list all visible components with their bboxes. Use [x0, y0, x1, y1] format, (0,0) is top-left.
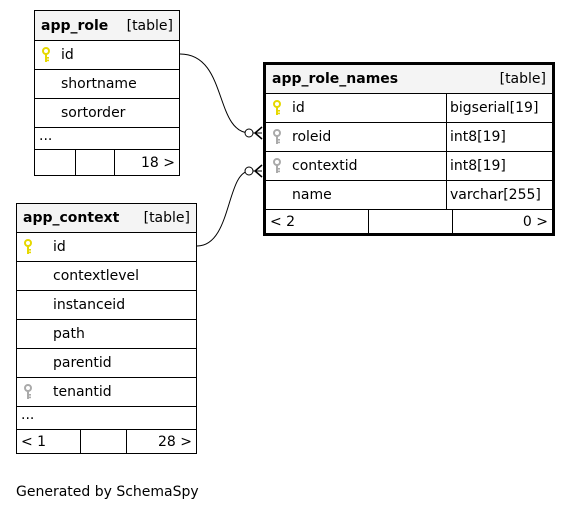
table-footer: < 1 28 >: [17, 430, 196, 453]
parents-count[interactable]: < 1: [17, 430, 81, 453]
table-app-context[interactable]: app_context [table] id contextlevel inst…: [16, 203, 197, 454]
foreign-key-icon: [266, 158, 288, 174]
footer-spacer: [81, 430, 127, 453]
children-count[interactable]: 18 >: [141, 154, 175, 171]
column-name: id: [61, 47, 74, 63]
column-name: roleid: [292, 129, 332, 145]
primary-key-icon: [266, 100, 288, 116]
column-name: contextid: [292, 158, 358, 174]
table-footer: < 2 0 >: [266, 210, 552, 233]
table-kind: [table]: [499, 71, 546, 87]
column-type: int8[19]: [446, 152, 552, 180]
parents-count[interactable]: < 2: [266, 210, 369, 233]
table-name: app_role_names: [272, 71, 399, 87]
column-row-roleid[interactable]: roleid int8[19]: [266, 123, 552, 152]
parents-count[interactable]: [35, 150, 76, 175]
table-name: app_role: [41, 17, 109, 34]
column-row-sortorder[interactable]: sortorder: [35, 99, 179, 128]
column-row-instanceid[interactable]: instanceid: [17, 291, 196, 320]
generated-by-credit: Generated by SchemaSpy: [16, 484, 199, 500]
column-name: parentid: [53, 355, 112, 371]
children-count[interactable]: 0 >: [522, 213, 548, 230]
children-count[interactable]: 28 >: [158, 433, 192, 450]
primary-key-icon: [35, 47, 57, 63]
footer-spacer: [76, 150, 115, 175]
column-name: sortorder: [61, 105, 126, 121]
column-name: shortname: [61, 76, 137, 92]
table-kind: [table]: [143, 210, 190, 226]
column-name: id: [53, 239, 66, 255]
more-columns-ellipsis: ...: [17, 407, 196, 430]
edge-context-optional-marker: [244, 166, 254, 176]
table-header: app_role_names [table]: [266, 65, 552, 94]
foreign-key-icon: [266, 129, 288, 145]
column-row-id[interactable]: id: [35, 41, 179, 70]
column-name: contextlevel: [53, 268, 140, 284]
footer-spacer: [369, 210, 453, 233]
column-type: int8[19]: [446, 123, 552, 151]
edge-context-to-rolenames: [196, 170, 262, 247]
column-name: name: [292, 187, 332, 203]
edge-context-crowfoot: [253, 164, 263, 178]
more-columns-ellipsis: ...: [35, 128, 179, 150]
column-row-id[interactable]: id bigserial[19]: [266, 94, 552, 123]
column-name: id: [292, 100, 305, 116]
column-type: bigserial[19]: [446, 94, 552, 122]
column-type: varchar[255]: [446, 181, 552, 209]
edge-role-crowfoot: [253, 126, 263, 140]
column-name: instanceid: [53, 297, 126, 313]
column-name: path: [53, 326, 85, 342]
table-footer: 18 >: [35, 150, 179, 175]
table-app-role[interactable]: app_role [table] id shortname sortorder …: [34, 10, 180, 176]
table-app-role-names[interactable]: app_role_names [table] id bigserial[19] …: [263, 62, 555, 236]
column-row-name[interactable]: name varchar[255]: [266, 181, 552, 210]
edge-role-optional-marker: [244, 128, 254, 138]
column-row-tenantid[interactable]: tenantid: [17, 378, 196, 407]
foreign-key-icon: [17, 384, 39, 400]
column-row-parentid[interactable]: parentid: [17, 349, 196, 378]
column-row-id[interactable]: id: [17, 233, 196, 262]
edge-role-to-rolenames: [179, 53, 262, 134]
column-name: tenantid: [53, 384, 112, 400]
table-header: app_role [table]: [35, 11, 179, 41]
table-name: app_context: [23, 210, 120, 226]
table-header: app_context [table]: [17, 204, 196, 233]
table-kind: [table]: [126, 17, 173, 34]
column-row-shortname[interactable]: shortname: [35, 70, 179, 99]
column-row-path[interactable]: path: [17, 320, 196, 349]
primary-key-icon: [17, 239, 39, 255]
column-row-contextlevel[interactable]: contextlevel: [17, 262, 196, 291]
column-row-contextid[interactable]: contextid int8[19]: [266, 152, 552, 181]
